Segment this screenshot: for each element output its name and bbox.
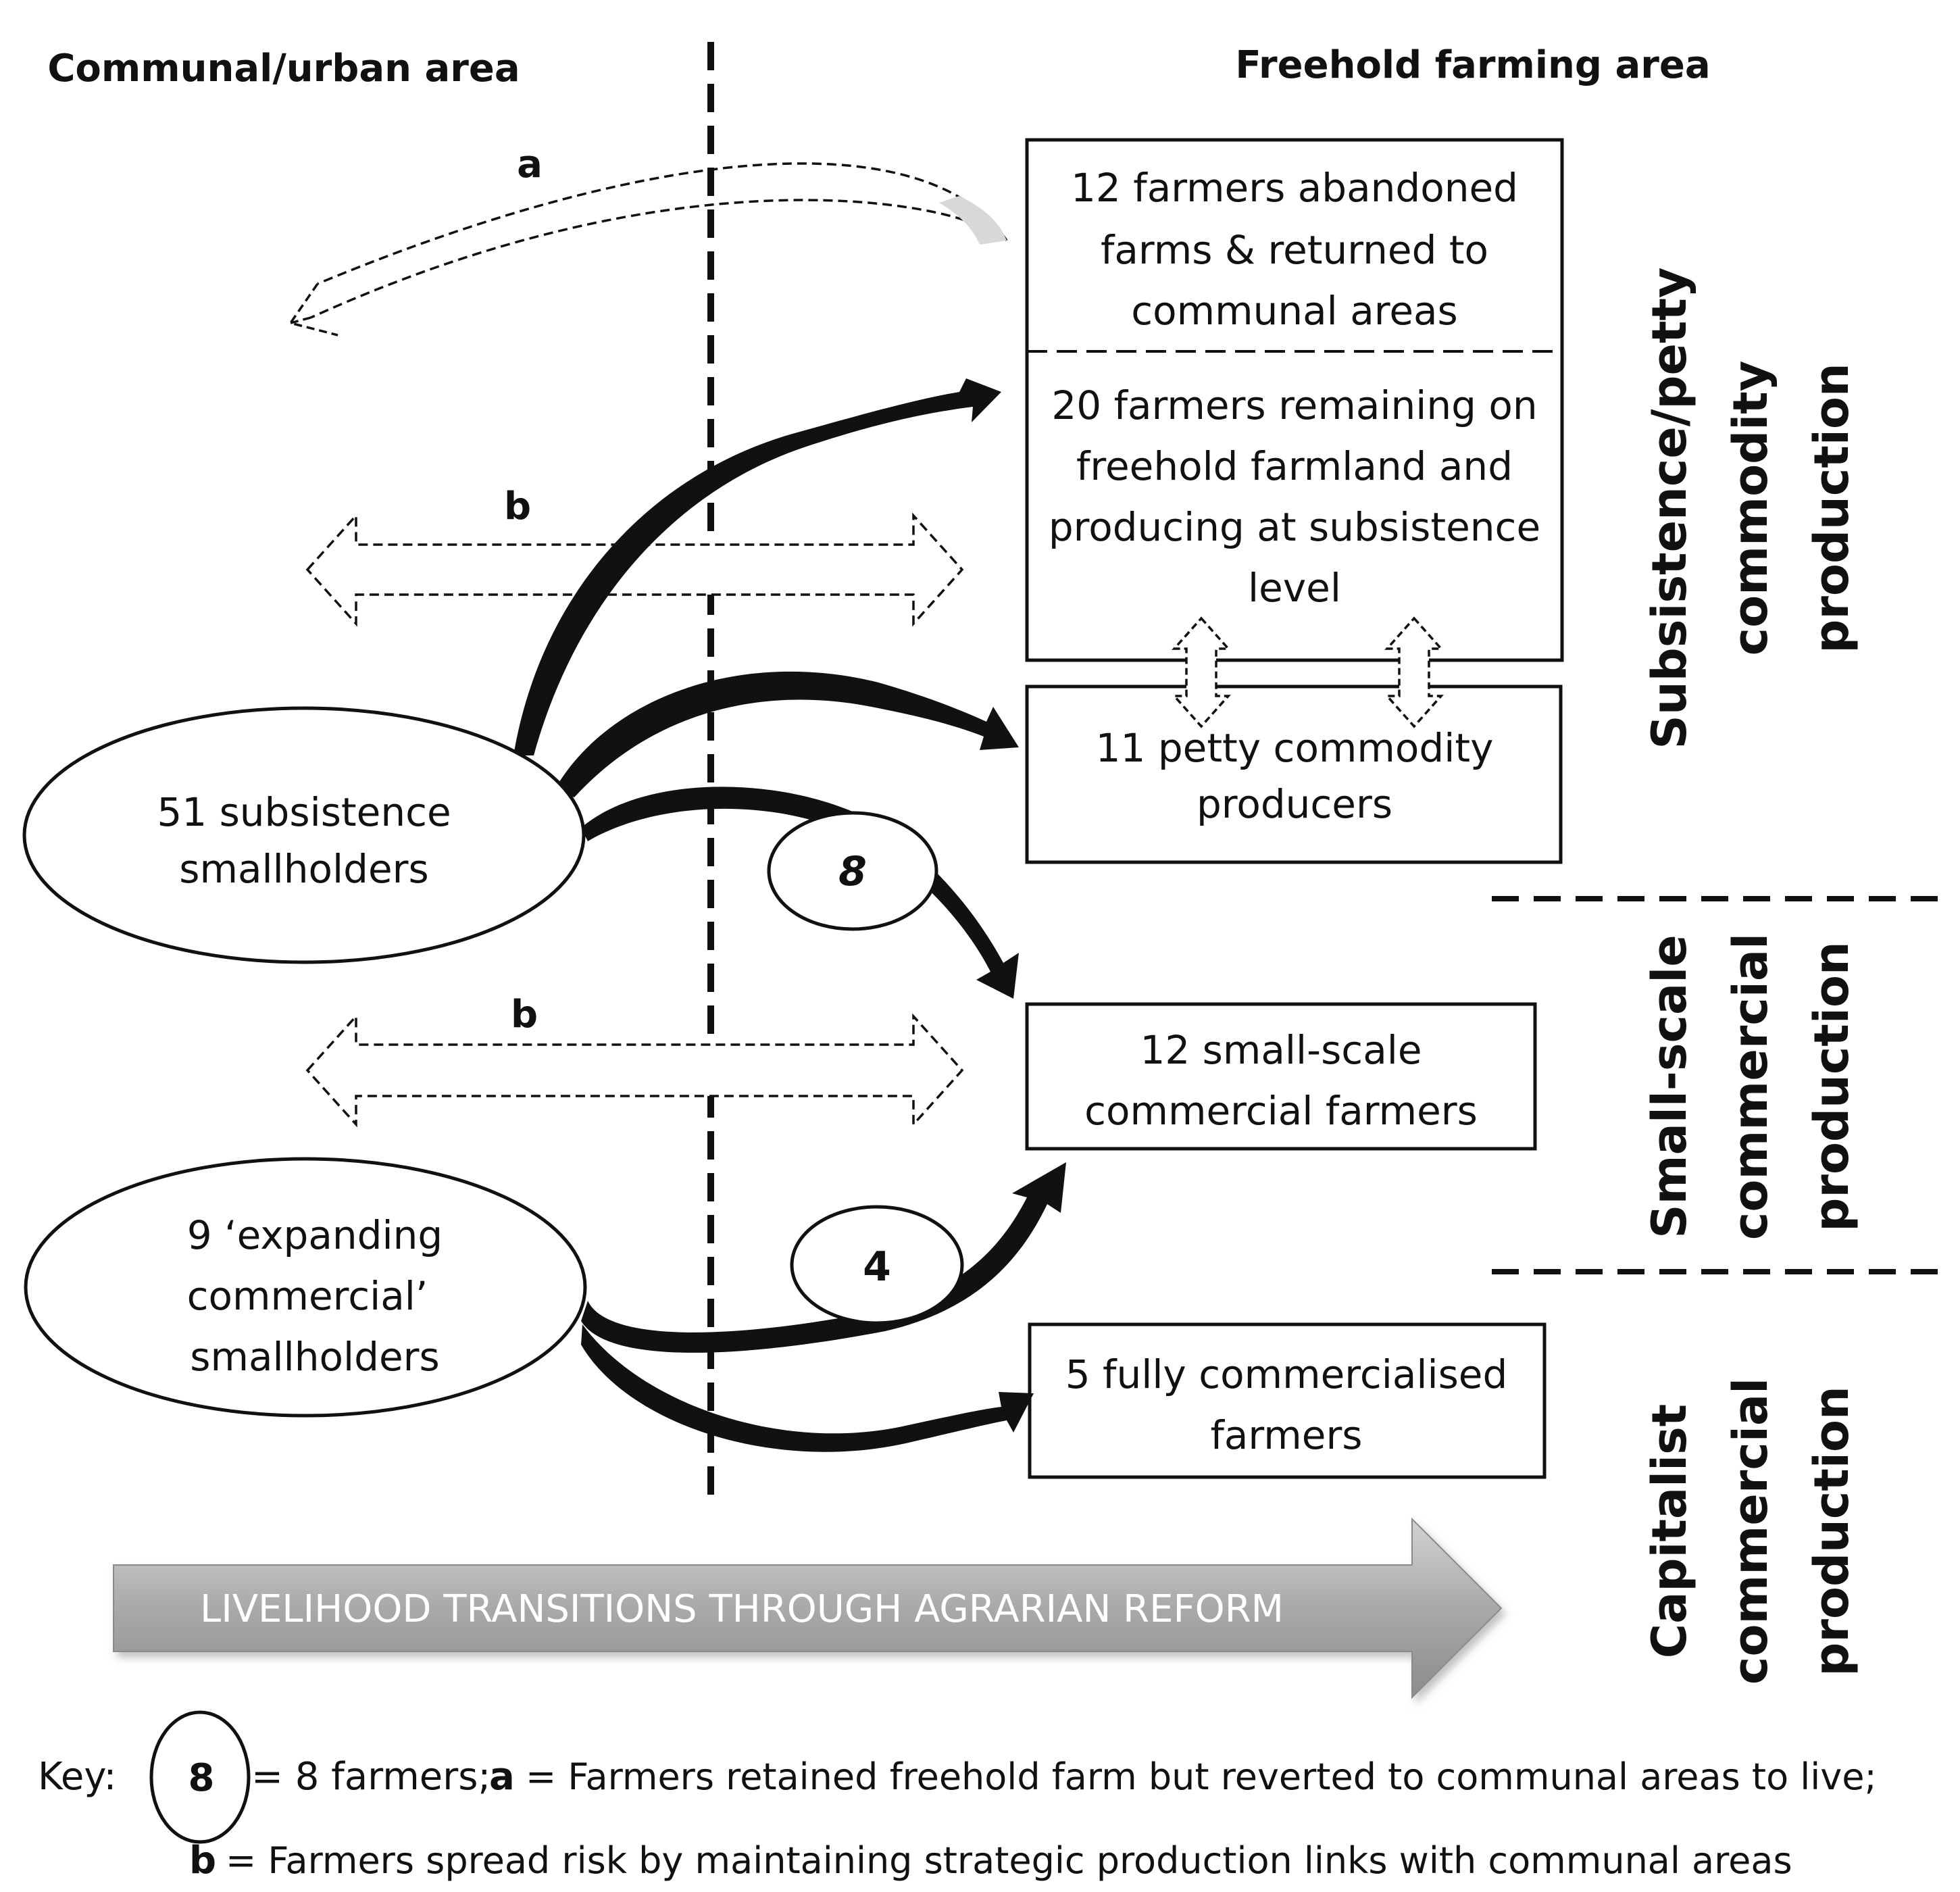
header-freehold: Freehold farming area (1235, 43, 1710, 87)
key-prefix: Key: (38, 1755, 116, 1799)
text-petty: 11 petty commodity producers (1096, 725, 1494, 827)
flow-arrow-expanding-to-small-scale (581, 1162, 1066, 1353)
subsistence-line-2: smallholders (179, 846, 428, 892)
text-remaining: 20 farmers remaining on freehold farmlan… (1049, 382, 1540, 611)
arrow-b-top (305, 512, 964, 627)
key-b-meaning: = Farmers spread risk by maintaining str… (226, 1839, 1792, 1882)
remaining-line-1: 20 farmers remaining on (1051, 382, 1537, 428)
fully-commercial-line-1: 5 fully commercialised (1065, 1351, 1508, 1397)
subsistence-line-1: 51 subsistence (157, 789, 451, 835)
arrow-b-bottom-label: b (511, 993, 538, 1037)
band-capitalist-line-3: production (1804, 1386, 1859, 1676)
box-petty-commodity (1025, 684, 1563, 864)
small-scale-line-2: commercial farmers (1084, 1088, 1478, 1134)
header-communal: Communal/urban area (47, 47, 520, 91)
box-small-scale (1025, 1002, 1537, 1151)
count-4: 4 (863, 1243, 891, 1291)
petty-line-2: producers (1197, 781, 1392, 827)
link-arrow-left (1172, 616, 1231, 728)
band-subsistence-line-1: Subsistence/petty (1642, 267, 1697, 749)
arrow-a (310, 162, 1008, 319)
key-a-letter: a (489, 1755, 515, 1799)
arrow-b-top-label: b (504, 484, 531, 528)
count-circle-4 (790, 1205, 964, 1325)
band-small-scale-line-2: commercial (1723, 933, 1778, 1240)
banner-arrow (113, 1517, 1503, 1699)
band-subsistence: Subsistence/petty commodity production (1642, 267, 1859, 749)
petty-line-1: 11 petty commodity (1096, 725, 1494, 771)
flow-arrow-to-small-scale (581, 787, 1019, 999)
expanding-line-3: smallholders (190, 1334, 439, 1380)
small-scale-line-1: 12 small-scale (1140, 1027, 1422, 1073)
key-circle (149, 1710, 251, 1844)
box-abandoned-remaining (1025, 138, 1564, 662)
abandoned-line-2: farms & returned to (1101, 227, 1488, 273)
key-circle-value: 8 (189, 1756, 215, 1800)
ellipse-expanding (24, 1157, 587, 1418)
abandoned-line-1: 12 farmers abandoned (1071, 165, 1518, 211)
arrow-b-bottom (305, 1013, 964, 1128)
fully-commercial-line-2: farmers (1210, 1412, 1362, 1458)
band-subsistence-line-3: production (1804, 363, 1859, 653)
band-small-scale-line-3: production (1804, 941, 1859, 1232)
remaining-line-3: producing at subsistence (1049, 504, 1540, 550)
text-small-scale: 12 small-scale commercial farmers (1084, 1027, 1478, 1134)
abandoned-line-3: communal areas (1131, 288, 1458, 334)
link-arrow-right (1384, 616, 1444, 728)
band-capitalist-line-2: commercial (1723, 1378, 1778, 1685)
text-fully-commercial: 5 fully commercialised farmers (1065, 1351, 1508, 1458)
flow-arrow-to-petty (554, 671, 1019, 797)
key-circle-meaning: = 8 farmers; (251, 1755, 491, 1799)
banner-text: LIVELIHOOD TRANSITIONS THROUGH AGRARIAN … (200, 1587, 1284, 1631)
count-circle-8 (767, 811, 938, 931)
ellipse-subsistence (22, 706, 586, 964)
expanding-line-2: commercial’ (187, 1273, 428, 1319)
expanding-line-1: 9 ‘expanding (187, 1212, 443, 1258)
remaining-line-4: level (1248, 565, 1341, 611)
flow-arrow-to-remaining (513, 378, 1001, 755)
band-small-scale: Small-scale commercial production (1642, 933, 1859, 1240)
key-a-meaning: = Farmers retained freehold farm but rev… (526, 1756, 1877, 1798)
text-abandoned: 12 farmers abandoned farms & returned to… (1071, 165, 1518, 334)
key-b-letter: b (189, 1839, 216, 1883)
band-capitalist: Capitalist commercial production (1642, 1378, 1859, 1685)
band-small-scale-line-1: Small-scale (1642, 935, 1697, 1239)
arrow-a-head (288, 283, 338, 337)
count-8: 8 (838, 848, 867, 895)
flow-arrow-to-fully-commercial (581, 1324, 1034, 1452)
remaining-line-2: freehold farmland and (1076, 443, 1513, 489)
arrow-a-tail-fill (939, 196, 1007, 245)
arrow-a-label: a (517, 143, 543, 186)
band-subsistence-line-2: commodity (1723, 361, 1778, 656)
band-capitalist-line-1: Capitalist (1642, 1404, 1697, 1659)
